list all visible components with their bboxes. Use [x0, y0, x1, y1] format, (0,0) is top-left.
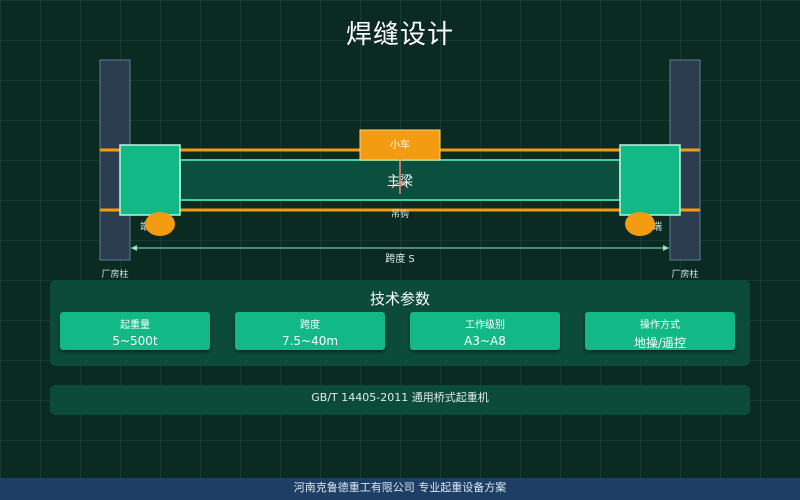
- specs-panel: 技术参数 起重量 5~500t 跨度 7.5~40m 工作级别 A3~A8 操作…: [50, 280, 750, 366]
- column-label-right: 厂房柱: [671, 268, 698, 280]
- spec-value: A3~A8: [464, 334, 506, 348]
- footer: 河南克鲁德重工有限公司 专业起重设备方案: [0, 478, 800, 500]
- spec-label: 跨度: [300, 320, 320, 331]
- right-end-truck: [619, 144, 681, 216]
- spec-card-operation: 操作方式 地操/遥控: [585, 312, 735, 350]
- end-label-right: 端: [652, 220, 662, 233]
- trolley-label: 小车: [390, 138, 410, 151]
- spec-value: 5~500t: [112, 334, 158, 348]
- spec-value: 7.5~40m: [281, 334, 339, 348]
- spec-label: 工作级别: [465, 320, 505, 331]
- right-wheel: [625, 212, 655, 236]
- spec-card-capacity: 起重量 5~500t: [60, 312, 210, 350]
- end-label-left: 端: [140, 220, 150, 233]
- spec-card-duty-class: 工作级别 A3~A8: [410, 312, 560, 350]
- crane-diagram: 端 端 小车 主梁 吊钩 跨度 S 厂房柱 厂房柱: [99, 59, 701, 280]
- page-title: 焊缝设计: [345, 20, 454, 50]
- span-dimension: [131, 245, 669, 251]
- hook-icon: [391, 158, 409, 194]
- left-wheel: [145, 212, 175, 236]
- column-label-left: 厂房柱: [101, 268, 128, 280]
- spec-card-span: 跨度 7.5~40m: [235, 312, 385, 350]
- span-label: 跨度 S: [385, 252, 415, 265]
- left-end-truck: [119, 144, 181, 216]
- main-girder-label: 主梁: [387, 174, 413, 189]
- standard-note: GB/T 14405-2011 通用桥式起重机: [50, 385, 750, 415]
- specs-title: 技术参数: [369, 290, 430, 308]
- spec-label: 操作方式: [640, 320, 680, 331]
- spec-label: 起重量: [120, 320, 150, 331]
- spec-value: 地操/遥控: [633, 336, 687, 350]
- hook-label: 吊钩: [391, 208, 409, 220]
